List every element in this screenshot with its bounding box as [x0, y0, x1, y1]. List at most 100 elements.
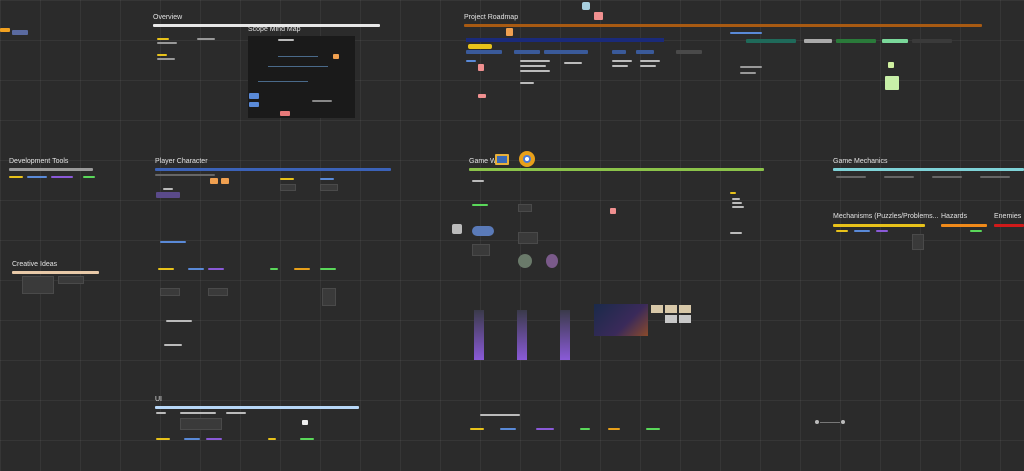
roadmap-pink-sticky[interactable]	[478, 64, 484, 71]
player-stats	[160, 241, 186, 243]
progress-column	[517, 310, 527, 360]
diagram-link	[820, 422, 840, 423]
world-planet-b[interactable]	[546, 254, 558, 268]
phase-chip[interactable]	[836, 39, 876, 43]
pink-sticky-top[interactable]	[594, 12, 603, 20]
mind-map-link	[278, 56, 318, 57]
section-title-scope-mind-map[interactable]: Scope Mind Map	[248, 26, 301, 33]
player-orange-sticky[interactable]	[221, 178, 229, 184]
world-left-column	[470, 174, 560, 294]
bottom-tag	[608, 428, 620, 430]
folder-icon[interactable]	[494, 152, 510, 168]
section-title-mechanisms[interactable]: Mechanisms (Puzzles/Problems...	[833, 213, 939, 220]
mech-table[interactable]	[912, 234, 924, 250]
mind-map-board[interactable]	[248, 36, 355, 118]
section-title-hazards[interactable]: Hazards	[941, 213, 968, 220]
phase-chip[interactable]	[882, 39, 908, 43]
phase-chip[interactable]	[804, 39, 832, 43]
mechanisms-row	[836, 230, 1024, 250]
world-text	[732, 198, 740, 200]
section-title-project-roadmap[interactable]: Project Roadmap	[464, 14, 519, 21]
tool-tag	[27, 176, 47, 178]
blender-icon[interactable]	[516, 148, 536, 168]
player-text	[320, 178, 334, 180]
progress-column	[560, 310, 570, 360]
thumb[interactable]	[679, 315, 691, 323]
thumb[interactable]	[665, 315, 677, 323]
player-table[interactable]	[160, 288, 180, 296]
bottom-right-diagram[interactable]	[815, 418, 847, 428]
roadmap-orange-sticky[interactable]	[506, 28, 513, 36]
player-orange-sticky[interactable]	[210, 178, 218, 184]
phase-chip[interactable]	[746, 39, 796, 43]
creative-card[interactable]	[58, 276, 84, 284]
world-table[interactable]	[518, 204, 532, 212]
milestone-chip[interactable]	[514, 50, 540, 54]
section-title-development-tools[interactable]: Development Tools	[9, 158, 69, 165]
section-title-game-world[interactable]: Game World	[469, 158, 509, 165]
dev-tools-bar	[9, 168, 93, 171]
task-line	[640, 60, 660, 62]
section-title-creative-ideas[interactable]: Creative Ideas	[12, 261, 58, 268]
world-planet-a[interactable]	[518, 254, 532, 268]
world-table[interactable]	[472, 244, 490, 256]
mech-line	[932, 176, 962, 178]
roadmap-pink-sticky-2[interactable]	[478, 94, 486, 98]
ui-table[interactable]	[180, 418, 222, 430]
section-title-ui[interactable]: UI	[155, 396, 162, 403]
ui-white-sticky[interactable]	[302, 420, 308, 425]
player-purple-card[interactable]	[156, 192, 180, 198]
roadmap-date-chip[interactable]	[468, 44, 492, 49]
player-table[interactable]	[280, 184, 296, 191]
image-thumb-top[interactable]	[582, 2, 590, 10]
world-screenshot[interactable]	[594, 304, 648, 336]
player-table[interactable]	[322, 288, 336, 306]
section-title-enemies[interactable]: Enemies	[994, 213, 1022, 220]
mind-map-text	[312, 100, 332, 102]
progress-column	[474, 310, 484, 360]
player-table[interactable]	[320, 184, 338, 191]
mind-map-node-blue[interactable]	[249, 93, 259, 99]
mind-map-node-pink[interactable]	[280, 111, 290, 116]
roadmap-green-sticky-2[interactable]	[885, 76, 899, 90]
section-title-player-character[interactable]: Player Character	[155, 158, 208, 165]
phase-chip[interactable]	[912, 39, 952, 43]
milestone-chip[interactable]	[676, 50, 702, 54]
player-text	[155, 174, 215, 176]
mind-map-node-orange[interactable]	[333, 54, 339, 59]
world-text	[732, 202, 742, 204]
mind-map-node-blue[interactable]	[249, 102, 259, 107]
mini-card[interactable]	[12, 30, 28, 35]
thumb[interactable]	[665, 305, 677, 313]
milestone-chip[interactable]	[636, 50, 654, 54]
note-line	[157, 54, 167, 56]
ui-text	[180, 412, 216, 414]
ui-tag	[300, 438, 314, 440]
player-text	[280, 178, 294, 180]
roadmap-green-sticky[interactable]	[888, 62, 894, 68]
task-line	[520, 65, 546, 67]
world-node-blue[interactable]	[472, 226, 494, 236]
world-right-list	[730, 192, 770, 252]
milestone-chip[interactable]	[544, 50, 588, 54]
creative-card[interactable]	[22, 276, 54, 294]
thumb[interactable]	[651, 305, 663, 313]
milestone-chip[interactable]	[466, 50, 502, 54]
note-line	[157, 38, 169, 40]
world-table[interactable]	[518, 232, 538, 244]
ui-tag	[156, 438, 170, 440]
thumb[interactable]	[679, 305, 691, 313]
diagram-node	[815, 420, 819, 424]
note-line	[157, 58, 175, 60]
player-table[interactable]	[208, 288, 228, 296]
task-line	[612, 60, 632, 62]
task-line	[564, 62, 582, 64]
milestone-chip[interactable]	[612, 50, 626, 54]
section-title-game-mechanics[interactable]: Game Mechanics	[833, 158, 888, 165]
world-thumb[interactable]	[452, 224, 462, 234]
tool-tag	[51, 176, 73, 178]
world-text	[472, 180, 484, 182]
orange-chip[interactable]	[0, 28, 10, 32]
world-pink-sticky[interactable]	[610, 208, 616, 214]
section-title-overview[interactable]: Overview	[153, 14, 183, 21]
